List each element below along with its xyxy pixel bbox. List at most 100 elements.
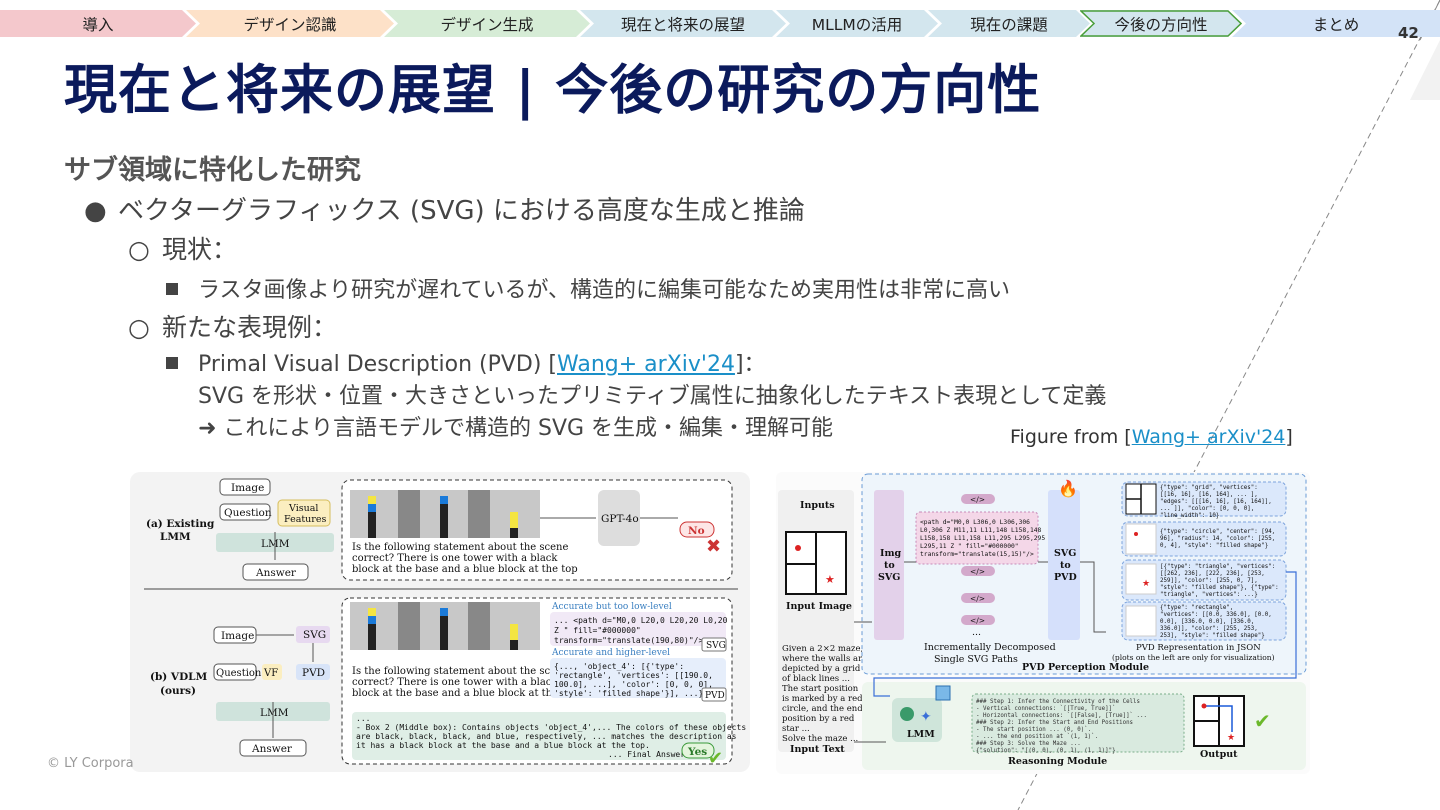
nav-step-8[interactable]: まとめ bbox=[1232, 10, 1440, 37]
svg-text:Input Image: Input Image bbox=[786, 601, 852, 612]
svg-text:depicted by a grid: depicted by a grid bbox=[782, 664, 861, 674]
bullet-continuation: SVG を形状・位置・大きさといったプリミティブ属性に抽象化したテキスト表現とし… bbox=[198, 384, 1107, 409]
bullet-level3: ラスタ画像より研究が遅れているが、構造的に編集可能なため実用性は非常に高い bbox=[166, 272, 1010, 304]
svg-text:259]], "color": [255, 0, 7],: 259]], "color": [255, 0, 7], bbox=[1160, 578, 1258, 584]
svg-text:SVG: SVG bbox=[303, 629, 326, 641]
pvd-json-cards: ★ bbox=[1121, 481, 1287, 641]
nav-step-7[interactable]: 今後の方向性 bbox=[1080, 10, 1242, 37]
nav-step-6[interactable]: 現在の課題 bbox=[928, 10, 1090, 37]
figure-left-svg: (a) Existing LMM Image Question Visual F… bbox=[144, 478, 746, 769]
check-icon: ✔ bbox=[1254, 709, 1271, 733]
svg-text:SVG: SVG bbox=[878, 572, 900, 583]
svg-text:[[262, 236], [222, 236], [253,: [[262, 236], [222, 236], [253, bbox=[1160, 571, 1265, 577]
svg-text:circle, and the end: circle, and the end bbox=[782, 704, 863, 714]
svg-text:Input Text: Input Text bbox=[790, 744, 845, 755]
svg-text:Features: Features bbox=[284, 514, 326, 525]
svg-text:is marked by a red: is marked by a red bbox=[782, 694, 863, 704]
citation-link[interactable]: Wang+ arXiv'24 bbox=[557, 352, 735, 377]
svg-text:Accurate and higher-level: Accurate and higher-level bbox=[551, 648, 670, 658]
svg-text:Given a 2×2 maze,: Given a 2×2 maze, bbox=[782, 644, 863, 654]
label-b: (ours) bbox=[160, 685, 196, 697]
nav-step-1[interactable]: 導入 bbox=[0, 10, 196, 37]
label-b: (b) VDLM bbox=[150, 671, 208, 683]
svg-text:PVD: PVD bbox=[705, 691, 725, 701]
svg-text:SVG: SVG bbox=[706, 641, 726, 651]
answer-box: Answer bbox=[255, 567, 297, 579]
question-box: Question bbox=[224, 507, 272, 519]
figure-caption: Figure from [Wang+ arXiv'24] bbox=[1010, 426, 1293, 448]
svg-text:'rectangle', 'vertices': [[190: 'rectangle', 'vertices': [[190.0, bbox=[554, 671, 713, 680]
maze-input-image: ★ bbox=[785, 531, 847, 595]
svg-text:...: ... bbox=[356, 714, 370, 723]
svg-text:- Box 2 (Middle box): Contains: - Box 2 (Middle box): Contains objects '… bbox=[356, 723, 746, 732]
section-heading: サブ領域に特化した研究 bbox=[64, 155, 361, 186]
yes-answer: Yes bbox=[687, 746, 707, 758]
svg-text:★: ★ bbox=[1227, 733, 1235, 743]
figure-pvd-pipeline: Inputs ★ Input Image Given a 2×2 maze, w… bbox=[776, 472, 1310, 774]
svg-text:correct? There is one tower wi: correct? There is one tower with a black bbox=[352, 677, 558, 688]
bullet-level2: ○新たな表現例： bbox=[128, 313, 338, 342]
svg-text:Is the following statement abo: Is the following statement about the sce… bbox=[352, 542, 568, 553]
svg-text:The start position: The start position bbox=[782, 684, 859, 694]
sparkle-icon: ✦ bbox=[920, 709, 932, 725]
svg-text:Is the following statement abo: Is the following statement about the sce… bbox=[352, 666, 568, 677]
image-box: Image bbox=[231, 482, 264, 494]
svg-text:L295,11 Z " fill="#000000": L295,11 Z " fill="#000000" bbox=[920, 543, 1019, 550]
svg-text:"vertices": [[0.0, 336.0], [0.: "vertices": [[0.0, 336.0], [0.0, bbox=[1160, 612, 1272, 618]
svg-text:are black, black, black, and b: are black, black, black, and blue, respe… bbox=[356, 732, 737, 741]
svg-text:'style': 'filled shape'}], ...: 'style': 'filled shape'}], ...} bbox=[554, 689, 703, 698]
bullet-level3: Primal Visual Description (PVD) [Wang+ a… bbox=[166, 346, 766, 378]
svg-text:Image: Image bbox=[221, 630, 254, 642]
svg-text:{"type": "circle", "center": [: {"type": "circle", "center": [94, bbox=[1160, 529, 1275, 535]
square-bullet-icon bbox=[166, 283, 178, 295]
svg-text:★: ★ bbox=[825, 573, 835, 586]
svg-text:block at the base and a blue b: block at the base and a blue block at th… bbox=[352, 688, 578, 699]
svg-text:[{"type": "triangle", "vertice: [{"type": "triangle", "vertices": bbox=[1160, 564, 1275, 570]
svg-text:VF: VF bbox=[263, 668, 278, 679]
svg-text:Question: Question bbox=[216, 668, 262, 679]
svg-text:100.0], ...], 'color': [0, 0,: 100.0], ...], 'color': [0, 0, 0], bbox=[554, 680, 713, 689]
circle-bullet-icon: ○ bbox=[128, 313, 150, 342]
svg-text:(plots on the left are only fo: (plots on the left are only for visualiz… bbox=[1112, 653, 1275, 662]
svg-text:it has a black block at the ba: it has a black block at the base and a b… bbox=[356, 741, 650, 750]
no-answer: No bbox=[688, 525, 705, 537]
svg-text:{"type": "rectangle",: {"type": "rectangle", bbox=[1160, 605, 1233, 611]
svg-text:- ... the end position at `(1,: - ... the end position at `(1, 1)`. bbox=[976, 734, 1098, 740]
svg-text:Solve the maze ...: Solve the maze ... bbox=[782, 734, 858, 744]
svg-text:of black lines ...: of black lines ... bbox=[782, 674, 850, 684]
svg-text:336.0]], "color": [255, 253,: 336.0]], "color": [255, 253, bbox=[1160, 626, 1258, 632]
svg-text:Z " fill="#000000": Z " fill="#000000" bbox=[554, 626, 641, 635]
svg-text:correct? There is one tower wi: correct? There is one tower with a black bbox=[352, 553, 558, 564]
svg-text:transform="translate(190,80)"/: transform="translate(190,80)"/> ... bbox=[554, 636, 723, 645]
maze-output-image: ★ bbox=[1193, 695, 1245, 747]
block-towers bbox=[368, 602, 518, 650]
svg-text:Answer: Answer bbox=[251, 743, 293, 755]
svg-text:Single SVG Paths: Single SVG Paths bbox=[934, 654, 1018, 665]
svg-text:</>: </> bbox=[970, 495, 985, 504]
svg-text:253], "style": "filled shape"}: 253], "style": "filled shape"} bbox=[1160, 633, 1265, 639]
svg-text:### Step 1: Infer the Connecti: ### Step 1: Infer the Connectivity of th… bbox=[976, 699, 1140, 705]
svg-text:PVD Perception Module: PVD Perception Module bbox=[1022, 662, 1149, 673]
svg-text:block at the base and a blue b: block at the base and a blue block at th… bbox=[352, 564, 578, 575]
svg-text:</>: </> bbox=[970, 616, 985, 625]
bullet-level2: ○現状： bbox=[128, 235, 238, 264]
nav-step-5[interactable]: MLLMの活用 bbox=[776, 10, 938, 37]
nav-step-4[interactable]: 現在と将来の展望 bbox=[580, 10, 786, 37]
svg-text:PVD Representation in JSON: PVD Representation in JSON bbox=[1136, 643, 1261, 653]
citation-link[interactable]: Wang+ arXiv'24 bbox=[1131, 426, 1286, 448]
svg-text:... <path d="M0,0 L20,0 L20,20: ... <path d="M0,0 L20,0 L20,20 L0,20 bbox=[554, 616, 728, 625]
nav-step-3[interactable]: デザイン生成 bbox=[384, 10, 590, 37]
svg-text:to: to bbox=[884, 560, 895, 571]
svg-text:</>: </> bbox=[970, 594, 985, 603]
svg-text:</>: </> bbox=[970, 567, 985, 576]
svg-text:LMM: LMM bbox=[907, 729, 935, 740]
nav-step-2[interactable]: デザイン認識 bbox=[186, 10, 394, 37]
svg-text:Accurate but too low-level: Accurate but too low-level bbox=[551, 602, 672, 612]
gpt-box: GPT-4o bbox=[601, 513, 639, 525]
circle-bullet-icon: ○ bbox=[128, 235, 150, 264]
svg-text:0, 4], "style": "filled shape": 0, 4], "style": "filled shape"} bbox=[1160, 543, 1268, 549]
svg-text:Output: Output bbox=[1200, 749, 1238, 760]
label-a: (a) Existing bbox=[146, 518, 215, 530]
svg-text:"triangle", "vertices": ...}: "triangle", "vertices": ...} bbox=[1160, 592, 1258, 598]
